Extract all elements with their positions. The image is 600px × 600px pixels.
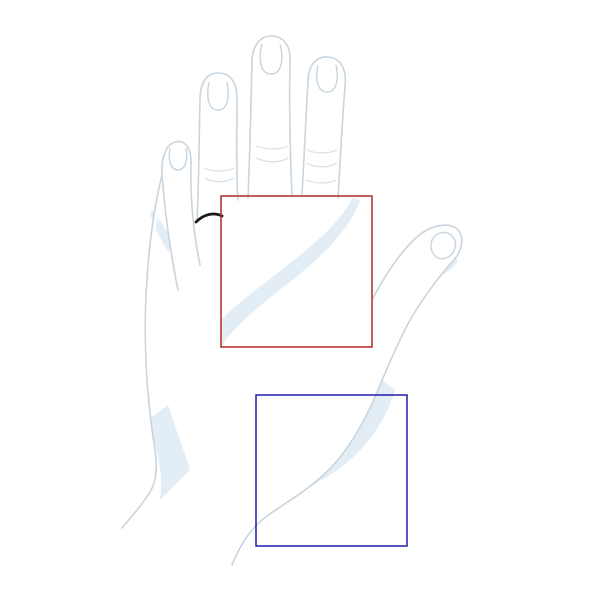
middle-finger bbox=[247, 35, 293, 199]
highlight-box-upper bbox=[220, 195, 373, 348]
index-nail bbox=[316, 64, 338, 93]
fingernails bbox=[168, 43, 457, 260]
ring-finger bbox=[196, 72, 239, 223]
ring-nail bbox=[207, 81, 229, 111]
highlight-box-lower bbox=[255, 394, 408, 547]
palm-left-side bbox=[121, 174, 163, 529]
middle-nail bbox=[259, 43, 283, 75]
thumb-nail bbox=[430, 231, 457, 260]
pinky-nail bbox=[168, 147, 188, 171]
ring bbox=[194, 212, 224, 224]
pinky-finger bbox=[161, 140, 201, 291]
knuckle-creases bbox=[203, 145, 338, 184]
hand-outline bbox=[121, 35, 463, 566]
index-finger bbox=[301, 56, 347, 199]
